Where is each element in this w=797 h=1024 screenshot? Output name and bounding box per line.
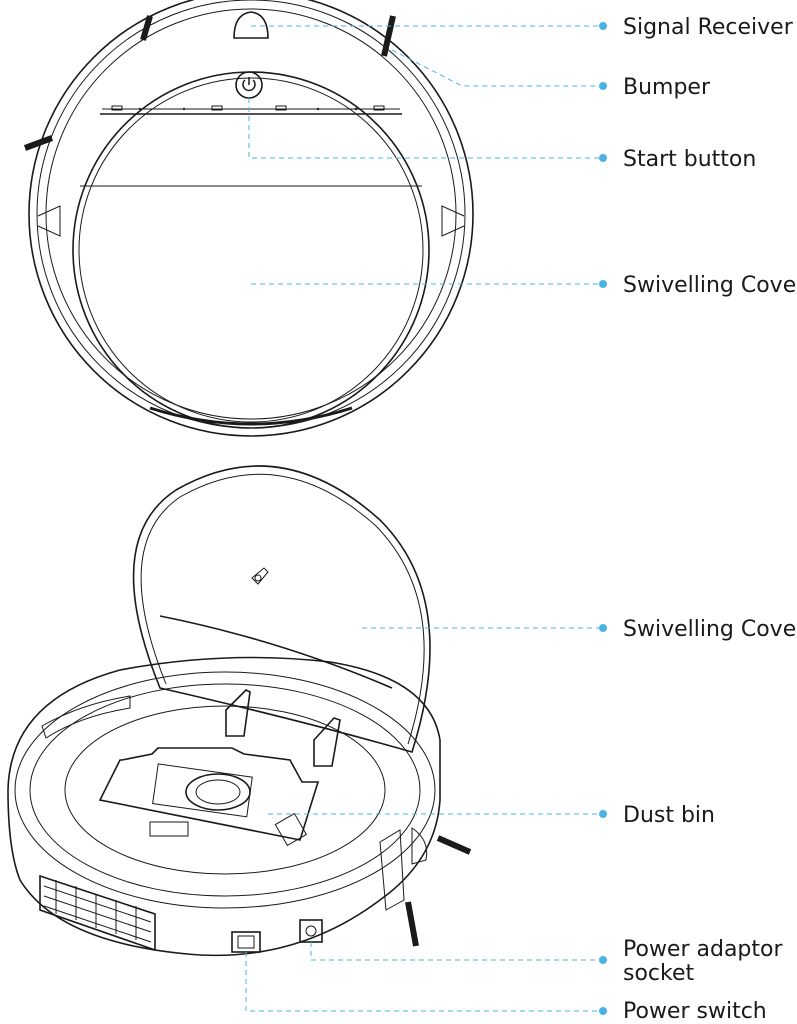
leader-bumper — [391, 49, 603, 87]
open-view-robot — [7, 465, 472, 957]
leader-lines — [245, 22, 607, 1015]
leader-power-switch — [245, 952, 603, 1012]
top-body-bumper-ring — [36, 0, 466, 429]
power-switch-shape[interactable] — [231, 931, 261, 953]
side-brush-left — [23, 135, 54, 151]
label-power-switch: Power switch — [623, 999, 767, 1024]
dust-bin-shape — [98, 747, 320, 847]
label-power-adaptor-line2: socket — [623, 961, 695, 986]
side-brush-top-left — [140, 15, 153, 41]
label-power-adaptor-line1: Power adaptor — [623, 937, 783, 962]
leader-power-adaptor — [310, 942, 603, 961]
label-signal-receiver: Signal Receiver — [623, 15, 794, 40]
top-body-inner-ring — [45, 8, 457, 420]
open-side-brush-bottom — [405, 901, 419, 947]
top-swivelling-cover — [72, 71, 430, 429]
power-icon — [242, 79, 256, 92]
vent-grille — [39, 874, 156, 952]
label-swivelling-cover-open: Swivelling Cover — [623, 617, 797, 642]
leader-start-button — [248, 98, 603, 159]
label-start-button: Start button — [623, 147, 756, 172]
signal-receiver-shape — [233, 11, 269, 39]
open-body-outer — [7, 656, 441, 957]
label-dust-bin: Dust bin — [623, 803, 715, 828]
callout-labels: Signal Receiver Bumper Start button Swiv… — [623, 15, 797, 1024]
top-view-robot — [23, 0, 474, 437]
label-swivelling-cover-top: Swivelling Cover — [623, 273, 797, 298]
top-body-outer — [28, 0, 474, 437]
label-bumper: Bumper — [623, 75, 711, 100]
open-side-brush-right — [436, 835, 472, 855]
open-swivelling-cover — [132, 465, 431, 753]
side-brush-top-right — [381, 15, 396, 57]
